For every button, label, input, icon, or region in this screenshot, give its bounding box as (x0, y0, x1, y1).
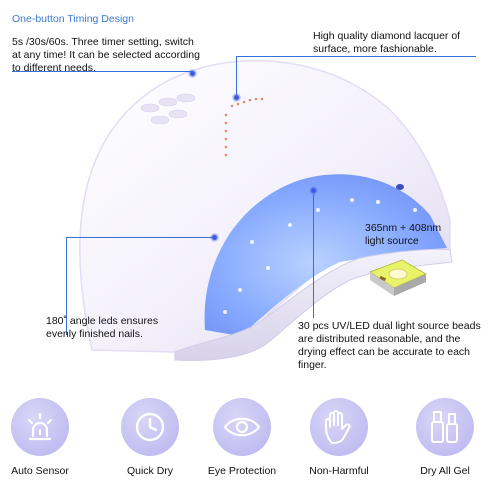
feature-auto-sensor: Auto Sensor (5, 398, 75, 477)
beads-line-3: drying effect can be accurate to each (298, 346, 470, 358)
feature-label: Eye Protection (207, 465, 277, 477)
sensor-icon (11, 398, 69, 456)
angle-callout-line (66, 237, 214, 238)
feature-label: Dry All Gel (420, 465, 470, 477)
wavelength-description: 365nm + 408nm light source (365, 222, 485, 248)
feature-dry-all-gel: Dry All Gel (410, 398, 480, 477)
feature-label: Non-Harmful (309, 465, 369, 477)
wavelength-line-2: light source (365, 235, 419, 247)
angle-line-2: evenly finished nails. (46, 328, 143, 340)
timing-line-1: 5s /30s/60s. Three timer setting, switch (12, 36, 194, 48)
feature-label: Quick Dry (126, 465, 174, 477)
feature-eye-protection: Eye Protection (207, 398, 277, 477)
angle-description: 180˚ angle leds ensures evenly finished … (46, 315, 206, 341)
lacquer-description: High quality diamond lacquer of surface,… (313, 30, 493, 56)
lacquer-line-2: surface, more fashionable. (313, 43, 437, 55)
eye-icon (213, 398, 271, 456)
angle-line-1: 180˚ angle leds ensures (46, 315, 159, 327)
lacquer-callout-line (236, 56, 476, 57)
feature-quick-dry: Quick Dry (115, 398, 185, 477)
feature-label: Auto Sensor (11, 465, 69, 477)
angle-callout-dot (210, 233, 219, 242)
feature-non-harmful: Non-Harmful (304, 398, 374, 477)
timing-callout-dot (188, 69, 197, 78)
lacquer-line-1: High quality diamond lacquer of (313, 30, 461, 42)
beads-line-1: 30 pcs UV/LED dual light source beads (298, 320, 481, 332)
led-chip-image (364, 252, 432, 302)
timing-line-2: at any time! It can be selected accordin… (12, 49, 200, 61)
lacquer-callout-dot (232, 93, 241, 102)
beads-callout-line-vertical (313, 190, 314, 318)
timing-line-3: to different needs. (12, 62, 96, 74)
beads-line-2: are distributed reasonable, and the (298, 333, 461, 345)
clock-icon (121, 398, 179, 456)
beads-callout-dot (309, 186, 318, 195)
beads-description: 30 pcs UV/LED dual light source beads ar… (298, 320, 494, 372)
timing-callout-line (12, 71, 192, 72)
wavelength-line-1: 365nm + 408nm (365, 222, 442, 234)
hand-icon (310, 398, 368, 456)
bottle-icon (416, 398, 474, 456)
angle-callout-line-vertical (66, 237, 67, 335)
timing-description: 5s /30s/60s. Three timer setting, switch… (12, 36, 222, 75)
timing-title: One-button Timing Design (12, 13, 134, 25)
beads-line-4: finger. (298, 359, 327, 371)
lacquer-callout-line-vertical (236, 56, 237, 96)
